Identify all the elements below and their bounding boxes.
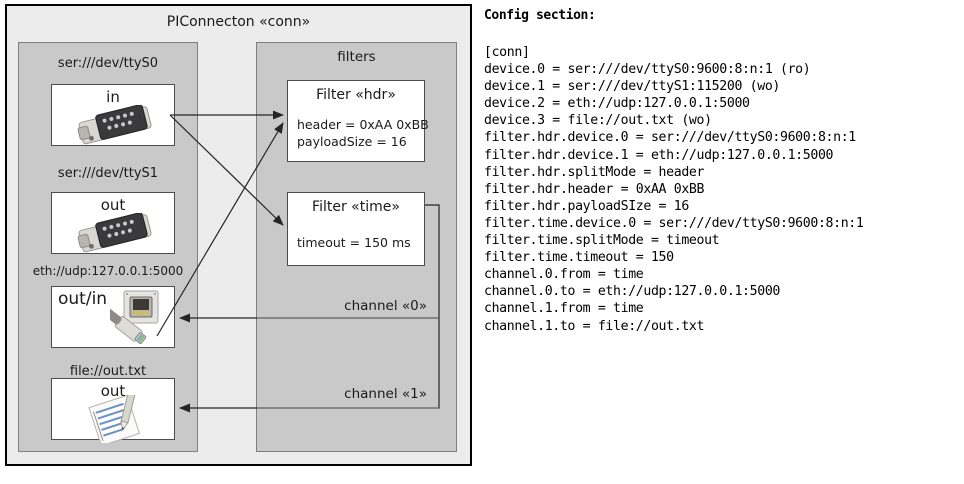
config-line: filter.hdr.header = 0xAA 0xBB (484, 181, 705, 197)
config-line: filter.time.splitMode = timeout (484, 233, 720, 249)
config-line: device.3 = file://out.txt (wo) (484, 113, 712, 129)
text-file-icon (84, 386, 154, 447)
config-line: channel.1.from = time (484, 301, 644, 317)
filters-group-title: filters (337, 49, 376, 65)
device-direction-out-file: out (100, 382, 126, 400)
serial-port-icon (72, 104, 160, 149)
filter-hdr-title: Filter «hdr» (316, 87, 396, 103)
config-line: channel.0.from = time (484, 267, 644, 283)
device-node-ttyS1[interactable]: out (51, 192, 175, 254)
device-direction-out: out (100, 196, 126, 214)
filter-time-attr-timeout: timeout = 150 ms (297, 235, 411, 250)
device-node-file[interactable]: out (51, 378, 175, 447)
filter-hdr-attr-payloadsize: payloadSize = 16 (297, 134, 407, 149)
config-text-block: [conn] device.0 = ser:///dev/ttyS0:9600:8… (484, 44, 864, 335)
config-line: filter.time.device.0 = ser:///dev/ttyS0:… (484, 215, 864, 231)
serial-port-icon (72, 212, 160, 257)
device-node-ttyS0[interactable]: in (51, 84, 175, 146)
channel-label-0: channel «0» (344, 298, 427, 314)
filter-hdr-attr-header: header = 0xAA 0xBB (297, 117, 429, 132)
config-line: filter.hdr.device.1 = eth://udp:127.0.0.… (484, 147, 834, 163)
config-pane: Config section: [conn] device.0 = ser:///… (484, 0, 962, 484)
config-line: channel.0.to = eth://udp:127.0.0.1:5000 (484, 284, 780, 300)
config-line: device.2 = eth://udp:127.0.0.1:5000 (484, 96, 750, 112)
device-label-eth: eth://udp:127.0.0.1:5000 (32, 264, 184, 278)
filter-node-time[interactable]: Filter «time» timeout = 150 ms (287, 192, 425, 266)
config-line: filter.hdr.device.0 = ser:///dev/ttyS0:9… (484, 130, 856, 146)
config-line: [conn] (484, 45, 530, 60)
device-label-ttyS1: ser:///dev/ttyS1 (57, 166, 159, 181)
config-line: filter.hdr.payloadSIze = 16 (484, 198, 689, 214)
config-line: device.1 = ser:///dev/ttyS1:115200 (wo) (484, 79, 780, 95)
device-label-file: file://out.txt (69, 364, 147, 379)
config-line: device.0 = ser:///dev/ttyS0:9600:8:n:1 (… (484, 62, 811, 78)
page-title: PIConnecton «conn» (166, 14, 311, 30)
config-line: filter.time.timeout = 150 (484, 250, 674, 266)
filter-time-title: Filter «time» (312, 199, 400, 215)
device-direction-out-in: out/in (58, 289, 108, 309)
device-label-ttyS0: ser:///dev/ttyS0 (57, 56, 159, 71)
config-line: channel.1.to = file://out.txt (484, 318, 705, 334)
device-direction-in: in (106, 88, 120, 106)
filter-node-hdr[interactable]: Filter «hdr» header = 0xAA 0xBB payloadS… (287, 80, 429, 162)
config-heading: Config section: (484, 8, 596, 23)
config-line: filter.hdr.splitMode = header (484, 164, 705, 180)
diagram-outer-box: PIConnecton «conn» ser:///dev/ttyS0 in (5, 4, 472, 466)
channel-label-1: channel «1» (344, 386, 427, 402)
device-node-eth[interactable]: out/in (51, 286, 175, 348)
ethernet-jack-icon (104, 290, 172, 352)
